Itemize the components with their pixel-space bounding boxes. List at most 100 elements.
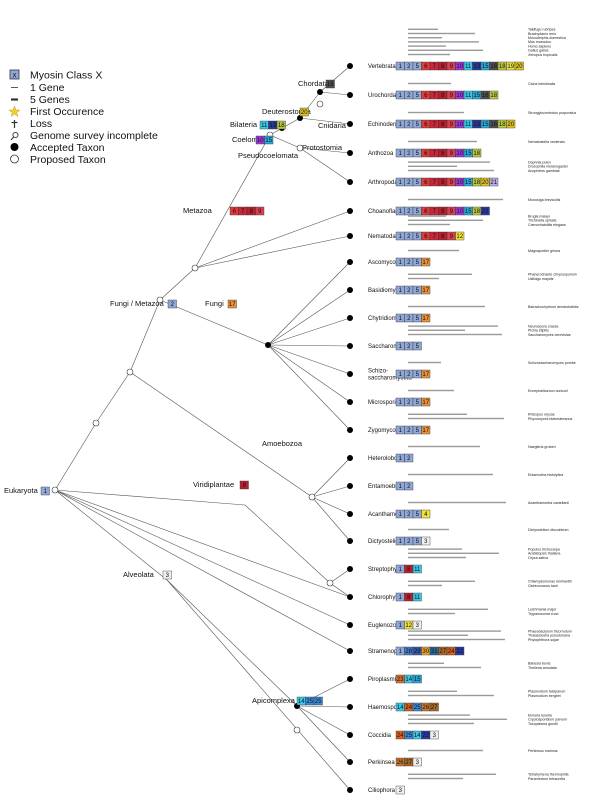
taxon-stramenopiles-class-29: 29: [412, 646, 422, 655]
svg-text:9: 9: [450, 234, 454, 240]
taxon-vertebrata-class-5: 5: [412, 61, 422, 71]
taxon-label-stramenopiles: Stramenopiles: [368, 649, 406, 655]
svg-text:27: 27: [439, 649, 446, 655]
taxon-label-acanthamoebidae: Acanthamoebidae: [368, 512, 417, 518]
taxon-label-urochordata: Urochordata: [368, 93, 402, 99]
taxon-acanthamoebidae-class-2: 2: [404, 509, 414, 518]
taxon-piroplasmida-class-23: 23: [395, 674, 405, 683]
svg-text:8: 8: [441, 151, 445, 157]
taxon-urochordata-class-2: 2: [404, 90, 414, 100]
svg-text:8: 8: [243, 483, 247, 489]
species-label: Nematostella vectensis: [528, 140, 565, 144]
accepted-node-dot: [265, 342, 271, 348]
svg-text:5: 5: [416, 512, 420, 518]
taxon-nematoda-class-8: 8: [438, 231, 448, 241]
svg-text:18: 18: [473, 209, 480, 215]
taxon-echinodermata-class-1: 1: [395, 119, 405, 129]
svg-text:9: 9: [450, 64, 454, 70]
gene-bar: [408, 694, 494, 697]
svg-text:10: 10: [456, 151, 463, 157]
taxon-label-microsporidia: Microsporidia: [368, 400, 404, 406]
svg-text:25: 25: [414, 705, 421, 711]
taxon-perkinsea-class-3: 3: [412, 757, 422, 766]
species-label: Ciona intestinalis: [528, 82, 555, 86]
tip-dot: [347, 622, 353, 628]
taxon-nematoda-class-6: 6: [421, 231, 431, 241]
svg-text:24: 24: [397, 733, 404, 739]
taxon-streptophyta-class-11: 11: [412, 564, 422, 573]
svg-text:15: 15: [465, 209, 472, 215]
taxon-nematoda-class-12: 12: [455, 231, 465, 241]
svg-text:2: 2: [407, 209, 411, 215]
svg-text:2: 2: [407, 260, 411, 266]
taxon-vertebrata-class-18: 18: [497, 61, 507, 71]
svg-text:2: 2: [407, 151, 411, 157]
taxon-echinodermata-class-9: 9: [446, 119, 456, 129]
taxon-stramenopiles-class-31: 31: [429, 646, 439, 655]
tip-dot: [347, 371, 353, 377]
species-label: Strongylocentrotus purpuratus: [528, 111, 576, 115]
svg-text:6: 6: [424, 151, 428, 157]
taxon-coccidia-class-14: 14: [412, 730, 422, 739]
node-metazoa-class-8: 8: [246, 206, 256, 216]
taxon-arthropoda-class-8: 8: [438, 177, 448, 187]
legend-label-class: Myosin Class X: [30, 70, 102, 82]
gene-bar: [408, 41, 479, 43]
taxon-heterolobosea-class-2: 2: [404, 453, 414, 462]
svg-text:5: 5: [416, 260, 420, 266]
node-label-cnidaria: Cnidaria: [318, 121, 347, 130]
taxon-urochordata-class-16: 16: [480, 90, 490, 100]
svg-text:17: 17: [422, 288, 429, 294]
taxon-urochordata-class-7: 7: [429, 90, 439, 100]
svg-text:6: 6: [233, 209, 237, 215]
taxon-echinodermata-class-7: 7: [429, 119, 439, 129]
species-label: Homo sapiens: [528, 44, 551, 48]
svg-text:11: 11: [261, 123, 268, 129]
svg-text:2: 2: [407, 288, 411, 294]
taxon-schizo-saccharomycota-class-2: 2: [404, 369, 414, 378]
svg-text:22: 22: [422, 733, 429, 739]
taxon-ascomycota-class-1: 1: [395, 257, 405, 266]
class-box-icon: [9, 69, 20, 80]
species-label: Toxoplasma gondii: [528, 722, 558, 726]
svg-text:16: 16: [327, 82, 334, 88]
gene-bar: [408, 32, 475, 35]
taxon-choanoflagellida-class-10: 10: [455, 206, 465, 216]
taxon-coccidia-class-3: 3: [429, 730, 439, 739]
taxon-acanthamoebidae-class-5: 5: [412, 509, 422, 518]
gene-bar: [408, 215, 446, 217]
svg-text:17: 17: [422, 260, 429, 266]
taxon-urochordata-class-18: 18: [489, 90, 499, 100]
gene-bar: [408, 718, 507, 720]
taxon-vertebrata-class-11: 11: [463, 61, 473, 71]
gene-bar: [408, 777, 463, 780]
species-label: Ostreococcus tauri: [528, 584, 558, 588]
species-label: Gallus gallus: [528, 49, 549, 53]
taxon-choanoflagellida-class-22: 22: [480, 206, 490, 216]
taxon-label-echinodermata: Echinodermata: [368, 122, 409, 128]
svg-text:7: 7: [433, 180, 437, 186]
svg-text:8: 8: [407, 595, 411, 601]
gene-bar: [408, 666, 481, 669]
species-label: Acanthamoeba castellanii: [528, 501, 569, 505]
legend-label-5genes: 5 Genes: [30, 94, 70, 106]
node-label-alveolata: Alveolata: [123, 570, 155, 579]
tip-dot: [347, 759, 353, 765]
species-label: Phytophthora sojae: [528, 638, 559, 642]
node-coelomata-class-10: 10: [255, 135, 265, 145]
taxon-anthozoa-class-1: 1: [395, 148, 405, 158]
gene-bar: [408, 223, 450, 226]
svg-text:7: 7: [433, 234, 437, 240]
gene-bar: [408, 333, 502, 336]
node-label-amoebozoa: Amoebozoa: [262, 439, 303, 448]
taxon-urochordata-class-15: 15: [472, 90, 482, 100]
node-bilateria-class-11: 11: [259, 120, 269, 130]
node-viridiplantae-class-8: 8: [239, 480, 249, 489]
node-label-metazoa: Metazoa: [183, 206, 213, 215]
tip-dot: [347, 732, 353, 738]
node-label-eukaryota: Eukaryota: [4, 486, 39, 495]
taxon-ascomycota-class-2: 2: [404, 257, 414, 266]
taxon-label-arthropoda: Arthropoda: [368, 180, 398, 186]
proposed-node-dot: [316, 100, 324, 108]
gene-bar: [408, 608, 488, 610]
